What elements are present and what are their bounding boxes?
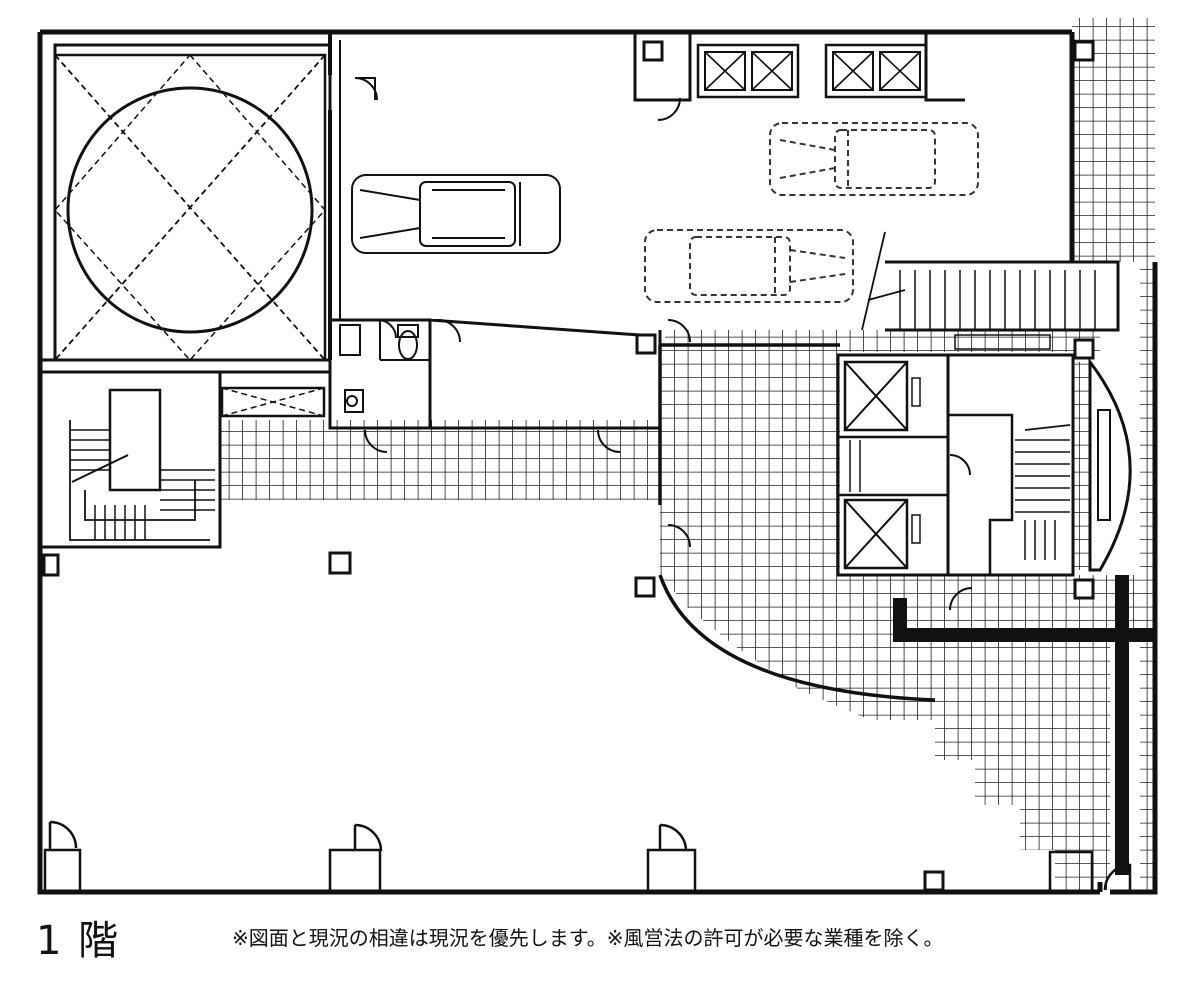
parked-car-solid	[351, 174, 561, 254]
tiled-corridor-left	[220, 420, 660, 500]
lobby-curve	[658, 319, 936, 702]
left-stair	[38, 370, 326, 549]
parked-car-dashed-1	[769, 122, 979, 196]
heavy-walls	[893, 575, 1155, 875]
tiled-strip-right	[1072, 18, 1155, 262]
columns	[42, 40, 1095, 892]
tiled-edge-right	[1140, 262, 1155, 890]
circular-void	[53, 53, 327, 362]
tiled-floor-areas	[220, 18, 1155, 890]
floor-label: 1 階	[36, 918, 121, 964]
top-storage-boxes	[633, 32, 965, 121]
parked-car-dashed-2	[644, 229, 854, 303]
elevator-core	[836, 353, 950, 577]
bottom-entrances	[43, 820, 1132, 894]
top-door	[354, 77, 378, 101]
right-stair	[946, 353, 1132, 611]
disclaimer-note: ※図面と現況の相違は現況を優先します。※風営法の許可が必要な業種を除く。	[232, 926, 944, 950]
tiled-stair-side	[1072, 362, 1090, 570]
upper-right-stair	[861, 231, 1120, 350]
